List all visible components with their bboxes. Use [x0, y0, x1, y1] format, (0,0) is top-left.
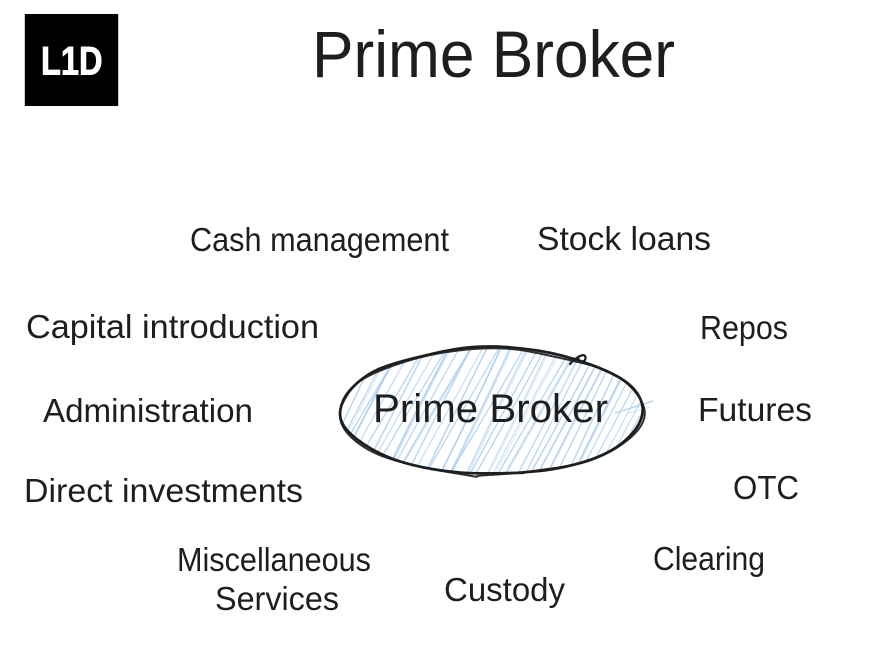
svg-text:Capital introduction: Capital introduction	[26, 308, 319, 345]
svg-text:Administration: Administration	[43, 392, 253, 429]
svg-text:L1D: L1D	[41, 40, 103, 84]
svg-text:Prime Broker: Prime Broker	[373, 387, 608, 431]
svg-text:Custody: Custody	[444, 571, 565, 608]
svg-text:Repos: Repos	[700, 309, 788, 346]
svg-text:Direct investments: Direct investments	[24, 472, 303, 509]
svg-text:OTC: OTC	[733, 469, 799, 506]
svg-text:Services: Services	[215, 580, 339, 617]
svg-text:Futures: Futures	[698, 391, 812, 428]
svg-text:Prime Broker: Prime Broker	[312, 17, 675, 91]
svg-text:Miscellaneous: Miscellaneous	[177, 541, 371, 578]
svg-text:Stock loans: Stock loans	[537, 220, 711, 257]
svg-text:Clearing: Clearing	[653, 540, 765, 577]
svg-text:Cash management: Cash management	[190, 221, 449, 258]
